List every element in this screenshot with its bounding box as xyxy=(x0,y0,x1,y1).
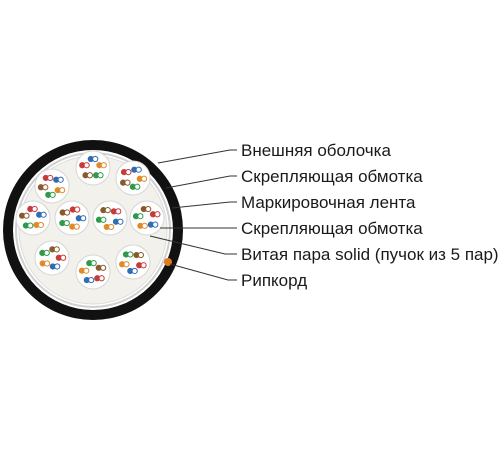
pair-wire xyxy=(145,205,152,213)
pair-wire xyxy=(124,179,131,186)
leader-line-twisted-pair xyxy=(149,235,237,255)
pair-wire xyxy=(131,267,138,275)
twisted-pair-bundle xyxy=(129,200,165,236)
pair-wire xyxy=(98,275,105,282)
pair-wire xyxy=(80,215,87,222)
label-outer-jacket: Внешняя оболочка xyxy=(241,141,391,160)
pair-wire xyxy=(100,162,107,169)
pair-wire xyxy=(40,211,47,218)
pair-wire xyxy=(73,223,80,230)
pair-wire xyxy=(43,249,50,257)
leader-line-ripcord xyxy=(169,263,237,281)
pair-wire xyxy=(92,155,99,163)
pair-wire xyxy=(125,169,132,176)
pair-wire xyxy=(88,276,95,284)
label-twisted-pair-bundle: Витая пара solid (пучок из 5 пар) xyxy=(241,245,499,264)
pair-wire xyxy=(83,162,90,169)
pair-wire xyxy=(100,216,107,223)
twisted-pair-bundle xyxy=(75,254,111,290)
twisted-pair-bundle xyxy=(115,160,151,196)
pair-wire xyxy=(31,205,38,213)
ripcord-marker xyxy=(164,258,172,266)
pair-wire xyxy=(115,208,122,215)
pair-wire xyxy=(60,254,67,261)
pair-wire xyxy=(23,212,30,219)
pair-wire xyxy=(90,260,97,267)
bundle-sheath xyxy=(54,200,90,236)
twisted-pair-bundle xyxy=(34,168,70,204)
label-ripcord: Рипкорд xyxy=(241,271,308,290)
pair-wire xyxy=(108,223,115,231)
pair-wire xyxy=(127,251,134,258)
pair-wire xyxy=(49,191,56,198)
pair-wire xyxy=(135,166,142,173)
pair-wire xyxy=(27,222,34,229)
twisted-pair-bundle xyxy=(34,240,70,276)
bundle-sheath xyxy=(34,240,70,276)
label-marking-tape: Маркировочная лента xyxy=(241,193,416,212)
pair-wire xyxy=(137,213,144,220)
leader-lines xyxy=(149,149,237,281)
twisted-pair-bundle xyxy=(75,150,111,186)
twisted-pair-bundle xyxy=(115,244,151,280)
pair-wire xyxy=(117,218,124,225)
pair-wire xyxy=(37,221,44,229)
pair-wire xyxy=(74,206,81,213)
label-binder-tape-outer: Скрепляющая обмотка xyxy=(241,167,423,186)
pair-wire xyxy=(43,260,51,267)
pair-wire xyxy=(134,183,141,190)
leader-line-marking-tape xyxy=(171,201,237,209)
pair-wire xyxy=(83,267,90,274)
pair-wire xyxy=(63,219,70,227)
pair-wire xyxy=(141,175,148,182)
pair-wire xyxy=(42,184,49,191)
leader-line-binder-outer xyxy=(165,175,237,189)
pair-wire xyxy=(104,207,111,214)
pair-wire xyxy=(47,174,54,182)
twisted-pair-bundle xyxy=(15,200,51,236)
pair-wire xyxy=(54,263,61,270)
pair-wire xyxy=(53,246,60,253)
pair-wire xyxy=(57,176,64,183)
pair-wire xyxy=(100,264,107,271)
leader-line-outer-jacket xyxy=(157,149,237,164)
pair-wire xyxy=(63,209,71,216)
pair-wire xyxy=(123,261,130,268)
label-binder-tape-inner: Скрепляющая обмотка xyxy=(241,219,423,238)
pair-wire xyxy=(152,221,159,228)
pair-wire xyxy=(59,187,66,194)
pair-wire xyxy=(137,251,145,259)
twisted-pair-bundles xyxy=(15,150,165,290)
twisted-pair-bundle xyxy=(54,200,90,236)
pair-wire xyxy=(140,262,147,269)
pair-wire xyxy=(141,222,148,229)
pair-wire xyxy=(154,211,161,218)
pair-wire xyxy=(97,172,104,179)
twisted-pair-bundle xyxy=(92,200,128,236)
pair-wire xyxy=(86,172,94,179)
